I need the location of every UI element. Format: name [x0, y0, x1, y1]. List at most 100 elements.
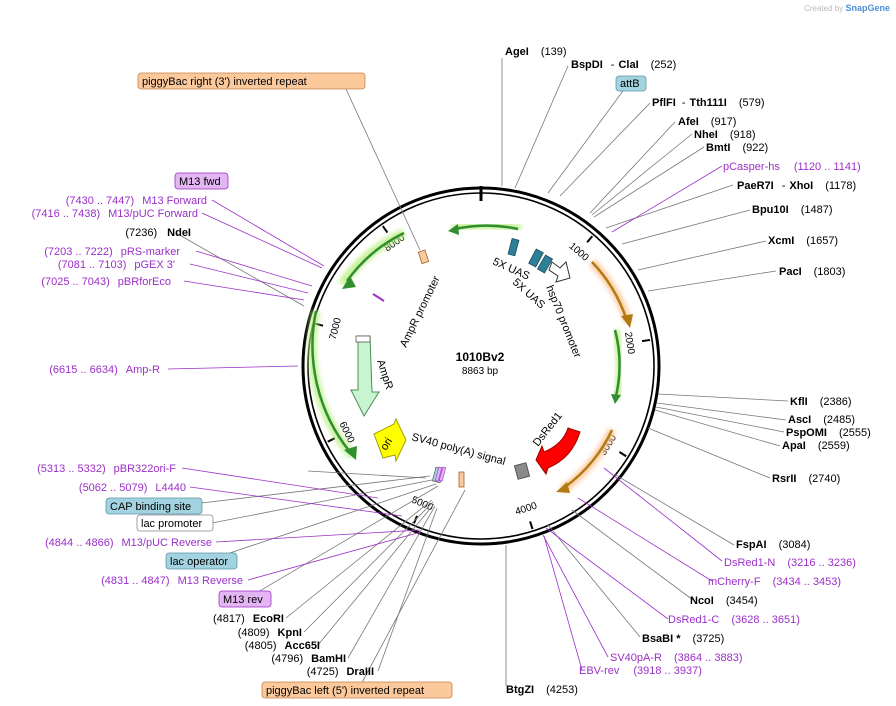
- uas-label-1: 5X UAS: [491, 256, 532, 283]
- site-bpu10i: Bpu10I(1487): [752, 204, 832, 216]
- sv40-label: SV40 poly(A) signal: [410, 431, 506, 468]
- site-afei: AfeI(917): [678, 116, 736, 128]
- uas-feature-1: [507, 238, 520, 257]
- tick-mark-2000: [641, 338, 651, 343]
- primer-m13-forward: (7430 .. 7447)M13 Forward: [66, 195, 207, 207]
- svg-text:lac promoter: lac promoter: [141, 518, 202, 530]
- amp-r-promoter-arrowhead: [342, 276, 356, 289]
- primer-m13-puc-reverse: (4844 .. 4866)M13/pUC Reverse: [45, 537, 212, 549]
- hsp70-promoter-feature: [548, 261, 571, 283]
- labels-left: piggyBac right (3') inverted repeat M13 …: [32, 72, 453, 699]
- m13-fwd-mark: [372, 293, 385, 302]
- orange-arc-top: [591, 261, 628, 319]
- site-rsrii: RsrII(2740): [772, 473, 840, 485]
- feature-attb: attB: [615, 75, 647, 92]
- amp-r-primer-mark: [355, 335, 371, 343]
- site-ecori: (4817)EcoRI: [213, 613, 284, 625]
- primer-m13-reverse: (4831 .. 4847)M13 Reverse: [101, 575, 243, 587]
- primer-mcherry-f: mCherry-F(3434 .. 3453): [708, 576, 841, 588]
- hsp70-label: hsp70 promoter: [543, 284, 583, 360]
- piggybac-right-mark: [417, 249, 430, 265]
- site-pflfi: PflFI-Tth111I(579): [652, 97, 765, 109]
- svg-text:lac operator: lac operator: [170, 556, 228, 568]
- site-paer7i: PaeR7I-XhoI(1178): [737, 180, 856, 192]
- piggybac-left-mark: [458, 471, 465, 488]
- uas-label-2: 5X UAS: [510, 276, 547, 311]
- orange-arc-top-arrowhead: [621, 314, 633, 328]
- tick-label-4000: 4000: [514, 500, 539, 517]
- feature-cap-binding-site: CAP binding site: [105, 497, 203, 515]
- left-arc: [311, 310, 351, 453]
- dsred1-feature: [535, 427, 581, 476]
- amp-r-label: AmpR: [374, 358, 395, 391]
- lac-cluster: [431, 466, 447, 484]
- amp-r-feature: [350, 335, 380, 418]
- svg-text:piggyBac right (3') inverted r: piggyBac right (3') inverted repeat: [142, 76, 307, 88]
- left-arc-arrowhead: [344, 446, 357, 460]
- site-btgzi: BtgZI(4253): [506, 684, 578, 696]
- site-nhei: NheI(918): [694, 129, 756, 141]
- primer-pcasper-hs: pCasper-hs(1120 .. 1141): [723, 161, 861, 173]
- feature-lac-operator: lac operator: [165, 552, 238, 570]
- site-bsabi: BsaBI *(3725): [642, 633, 724, 645]
- labels-right: AgeI(139) BspDI-ClaI(252) attB PflFI-Tth…: [505, 46, 871, 696]
- primer-dsred1-c: DsRed1-C(3628 .. 3651): [668, 614, 800, 626]
- uas-feature-2: [528, 248, 544, 268]
- top-arc: [454, 224, 519, 231]
- primer-ebv-rev: EBV-rev(3918 .. 3937): [579, 665, 702, 677]
- tick-label-2000: 2000: [622, 331, 636, 355]
- right-arc: [613, 329, 621, 397]
- top-arc-arrowhead: [448, 224, 459, 235]
- primer-l4440: (5062 .. 5079)L4440: [79, 482, 186, 494]
- svg-text:M13 fwd: M13 fwd: [179, 176, 221, 188]
- site-asci: AscI(2485): [788, 414, 855, 426]
- feature-m13-rev: M13 rev: [218, 590, 272, 608]
- credit-prefix: Created by: [804, 4, 844, 13]
- site-ndei: (7236)NdeI: [125, 227, 191, 239]
- site-acc65i: (4805)Acc65I: [245, 640, 320, 652]
- orange-arc-top-glow: [588, 258, 633, 324]
- snapgene-credit: Created by SnapGene: [804, 3, 890, 13]
- amp-r-promoter-label: AmpR promoter: [398, 274, 443, 349]
- ori-label: ori: [378, 436, 395, 453]
- tick-mark-1000: [586, 235, 594, 243]
- orange-arc-bottom: [564, 429, 614, 489]
- site-bamhi: (4796)BamHI: [271, 653, 346, 665]
- site-xcmi: XcmI(1657): [768, 235, 838, 247]
- primer-pbrforeco: (7025 .. 7043)pBRforEco: [41, 276, 171, 288]
- svg-text:piggyBac left (5') inverted re: piggyBac left (5') inverted repeat: [266, 685, 424, 697]
- primer-amp-r: (6615 .. 6634)Amp-R: [49, 364, 160, 376]
- sv40-polya-feature: [513, 462, 531, 480]
- plasmid-name: 1010Bv2: [456, 350, 505, 364]
- site-kpni: (4809)KpnI: [238, 627, 302, 639]
- site-kfli: KflI(2386): [790, 396, 852, 408]
- svg-text:attB: attB: [620, 78, 640, 90]
- site-fspai: FspAI(3084): [736, 539, 810, 551]
- tick-label-7000: 7000: [328, 316, 344, 341]
- feature-lac-promoter: lac promoter: [136, 514, 214, 532]
- primer-prs-marker: (7203 .. 7222)pRS-marker: [44, 246, 180, 258]
- site-agei: AgeI(139): [505, 46, 567, 58]
- tick-mark-6000: [327, 437, 336, 443]
- feature-arrows: [307, 220, 633, 494]
- feature-piggybac-left: piggyBac left (5') inverted repeat: [261, 681, 453, 699]
- primer-pgex3: (7081 .. 7103)pGEX 3': [58, 259, 175, 271]
- site-pspomi: PspOMI(2555): [786, 427, 871, 439]
- orange-arc-bottom-arrowhead: [556, 482, 570, 493]
- site-apai: ApaI(2559): [782, 440, 850, 452]
- uas-feature-3: [536, 254, 554, 274]
- snapgene-logo: SnapGene: [845, 3, 890, 13]
- site-draiii: (4725)DraIII: [307, 666, 374, 678]
- svg-text:CAP binding site: CAP binding site: [110, 501, 191, 513]
- plasmid-size: 8863 bp: [462, 366, 499, 377]
- svg-text:M13 rev: M13 rev: [223, 594, 263, 606]
- feature-piggybac-right: piggyBac right (3') inverted repeat: [137, 72, 366, 90]
- site-ncoi: NcoI(3454): [690, 595, 758, 607]
- leader-lines: [175, 58, 789, 691]
- ori-feature: [373, 417, 407, 463]
- primer-pbr322ori-f: (5313 .. 5332)pBR322ori-F: [37, 463, 176, 475]
- site-paci: PacI(1803): [779, 266, 845, 278]
- site-bmti: BmtI(922): [706, 142, 768, 154]
- tick-mark-4000: [529, 521, 534, 530]
